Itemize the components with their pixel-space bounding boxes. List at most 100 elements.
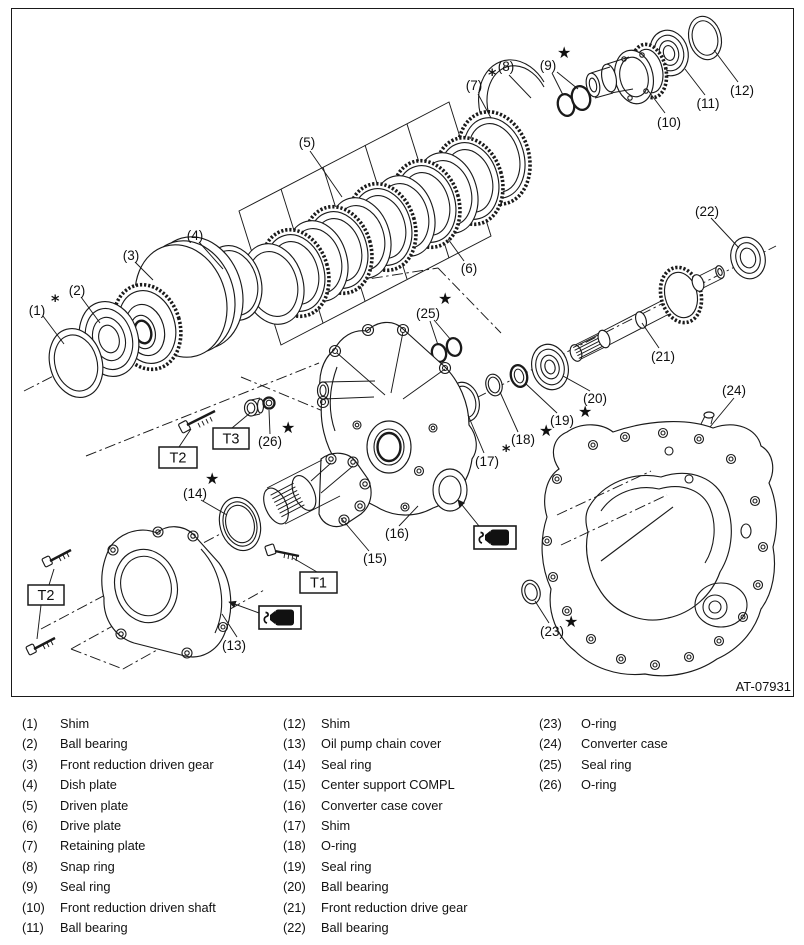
legend-item-label: O-ring bbox=[581, 716, 617, 731]
legend-item-label: Ball bearing bbox=[60, 736, 128, 752]
legend-item-number: (19) bbox=[283, 858, 306, 874]
legend-item: (15)Center support COMPL bbox=[283, 775, 528, 795]
callout-23: (23) bbox=[540, 624, 564, 639]
callout-19: (19) bbox=[550, 413, 574, 428]
legend-item-number: (13) bbox=[283, 736, 306, 752]
part-seal-rings-25 bbox=[430, 336, 463, 364]
legend-item-label: Ball bearing bbox=[321, 919, 389, 935]
legend-item-label: Oil pump chain cover bbox=[321, 736, 442, 752]
legend-item-label: Driven plate bbox=[60, 797, 129, 813]
part-converter-case-24 bbox=[541, 411, 778, 677]
star-marker: ★ bbox=[557, 43, 571, 62]
bolt-t2-lower-a bbox=[41, 548, 72, 568]
torque-tag-label: T2 bbox=[38, 588, 55, 604]
legend-item-number: (15) bbox=[283, 777, 306, 793]
legend-item-number: (6) bbox=[22, 817, 38, 833]
legend-item: (12) Shim bbox=[283, 714, 528, 734]
legend-item-number: (26) bbox=[539, 777, 562, 793]
callout-26: (26) bbox=[258, 434, 282, 449]
legend-item: (17) Shim bbox=[283, 816, 528, 836]
legend-item-number: (5) bbox=[22, 797, 38, 813]
legend-column-2: (12) Shim (13) Oil pump chain cover (14) Seal… bbox=[283, 714, 528, 938]
legend-item: (8)Snap ring bbox=[22, 857, 272, 877]
callout-11: (11) bbox=[696, 96, 719, 111]
liquid-gasket-icon bbox=[258, 605, 302, 630]
legend-item-number: (23) bbox=[539, 716, 562, 731]
callout-13: (13) bbox=[222, 638, 246, 653]
legend-item-label: O-ring bbox=[321, 838, 357, 854]
legend-item-number: (1) bbox=[22, 716, 38, 731]
torque-tag-label: T1 bbox=[310, 576, 327, 592]
torque-tag-label: T3 bbox=[223, 432, 240, 448]
legend-item-label: Shim bbox=[321, 817, 351, 833]
part-front-reduction-driven-shaft-10 bbox=[585, 42, 669, 105]
part-ball-bearing-20 bbox=[531, 343, 569, 391]
legend-item: (25) Seal ring bbox=[539, 755, 784, 775]
legend-column-1: (1)Shim(2)Ball bearing(3)Front reduction… bbox=[22, 714, 272, 938]
legend-item-number: (14) bbox=[283, 756, 306, 772]
legend-item-number: (22) bbox=[283, 919, 306, 935]
callout-1: (1) bbox=[29, 303, 46, 318]
legend-item-label: Converter case bbox=[581, 736, 668, 752]
callout-9: (9) bbox=[540, 58, 557, 73]
legend-item-label: Ball bearing bbox=[60, 919, 128, 935]
legend-item-number: (21) bbox=[283, 899, 306, 915]
liquid-gasket-arrow-1 bbox=[228, 600, 260, 614]
star-marker: ★ bbox=[438, 289, 452, 308]
drawing-code: AT-07931 bbox=[736, 679, 791, 694]
star-marker: ★ bbox=[564, 612, 578, 631]
legend-item: (1)Shim bbox=[22, 714, 272, 734]
legend-column-3: (23)O-ring(24)Converter case(25)Seal rin… bbox=[539, 714, 784, 796]
legend-item: (7)Retaining plate bbox=[22, 836, 272, 856]
callout-2: (2) bbox=[69, 283, 86, 298]
legend-item: (13) Oil pump chain cover bbox=[283, 734, 528, 754]
callout-4: (4) bbox=[187, 228, 204, 243]
legend-item-label: Front reduction driven shaft bbox=[60, 899, 216, 915]
legend-item-number: (20) bbox=[283, 879, 306, 895]
liquid-gasket-icon bbox=[473, 525, 517, 550]
callout-25: (25) bbox=[416, 306, 440, 321]
callout-21: (21) bbox=[651, 349, 675, 364]
callout-12: (12) bbox=[730, 83, 754, 98]
star-marker: ★ bbox=[281, 418, 295, 437]
legend-item: (6)Drive plate bbox=[22, 816, 272, 836]
legend-item-label: O-ring bbox=[581, 777, 617, 793]
torque-tag-t2-upper: T2 bbox=[158, 446, 198, 469]
legend-item-number: (2) bbox=[22, 736, 38, 752]
part-center-support-15 bbox=[263, 452, 372, 528]
part-oil-pump-chain-cover-13 bbox=[101, 526, 232, 659]
legend-item-number: (3) bbox=[22, 756, 38, 772]
callouts: (1) * (2) (3) (4) (5) (6) (7) * (8) (9) … bbox=[29, 43, 754, 653]
part-ball-bearing-22 bbox=[730, 236, 766, 280]
legend-item-number: (17) bbox=[283, 817, 306, 833]
legend-item-number: (25) bbox=[539, 756, 562, 772]
callout-7: (7) bbox=[466, 78, 483, 93]
part-seal-rings-9 bbox=[556, 85, 592, 117]
legend-item-number: (16) bbox=[283, 797, 306, 813]
legend-item-number: (8) bbox=[22, 858, 38, 874]
star-marker: ★ bbox=[578, 402, 592, 421]
legend-item: (26) O-ring bbox=[539, 775, 784, 795]
legend-item: (22) Ball bearing bbox=[283, 918, 528, 938]
legend-item-label: Converter case cover bbox=[321, 797, 443, 813]
legend-item-label: Front reduction drive gear bbox=[321, 899, 468, 915]
legend-item: (3)Front reduction driven gear bbox=[22, 755, 272, 775]
part-seal-ring-14 bbox=[218, 496, 262, 552]
legend-item: (9)Seal ring bbox=[22, 877, 272, 897]
legend-item: (19) Seal ring bbox=[283, 857, 528, 877]
legend-item-number: (4) bbox=[22, 777, 38, 793]
legend-item: (5) Driven plate bbox=[22, 796, 272, 816]
legend-item: (18)O-ring bbox=[283, 836, 528, 856]
part-front-reduction-drive-gear-21 bbox=[569, 265, 725, 362]
callout-18: (18) bbox=[511, 432, 535, 447]
legend-item: (11)Ball bearing bbox=[22, 918, 272, 938]
legend-item-label: Seal ring bbox=[321, 858, 372, 874]
legend-item-label: Shim bbox=[321, 716, 351, 731]
legend-item: (10)Front reduction driven shaft bbox=[22, 898, 272, 918]
bolt-t1 bbox=[264, 543, 300, 562]
legend-item-label: Seal ring bbox=[581, 756, 632, 772]
part-o-ring-18 bbox=[485, 373, 503, 397]
legend-item-number: (12) bbox=[283, 716, 306, 731]
exploded-diagram: T2 T3 T2 T1 (1) * (2) (3) (4) (5) bbox=[23, 15, 791, 694]
